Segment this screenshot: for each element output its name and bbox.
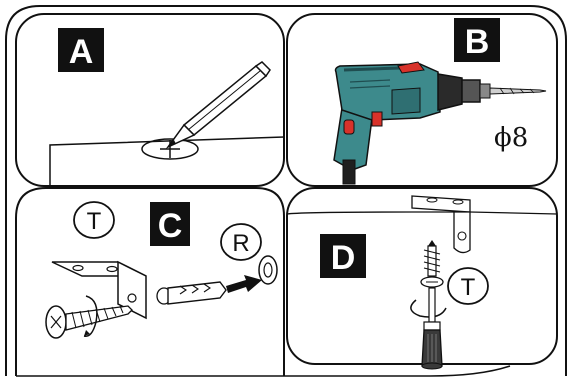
panel-a: A: [16, 14, 284, 186]
tag-t-d-label: T: [461, 274, 476, 301]
panel-b: ϕ8 B: [287, 14, 557, 186]
tag-t-c-label: T: [87, 208, 102, 235]
washer-icon: [259, 256, 277, 284]
panel-b-badge: B: [454, 18, 500, 62]
panel-a-badge: A: [58, 28, 104, 72]
panel-c-badge: C: [150, 202, 190, 246]
panel-c: T C R: [16, 188, 284, 376]
tag-t-d: T: [448, 268, 488, 304]
panel-d-label: D: [331, 239, 356, 277]
panel-b-label: B: [465, 23, 490, 61]
drill-size-label: ϕ8: [494, 123, 528, 153]
panel-c-label: C: [158, 207, 183, 245]
panel-d: D T: [287, 188, 557, 369]
tag-t-c: T: [74, 202, 114, 238]
tag-r-c-label: R: [232, 230, 249, 257]
panel-d-badge: D: [320, 234, 366, 278]
tag-r-c: R: [221, 224, 261, 260]
panel-a-label: A: [69, 33, 94, 71]
